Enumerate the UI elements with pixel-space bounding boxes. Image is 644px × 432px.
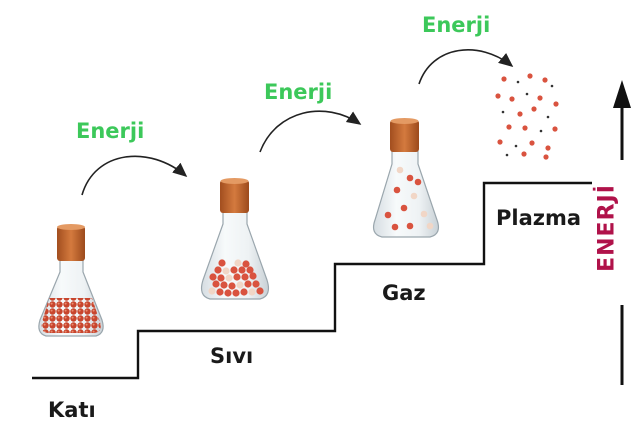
particle-dot [506, 124, 512, 130]
particle-dot [509, 96, 515, 102]
state-label-plasma: Plazma [496, 206, 582, 230]
particle-dot [529, 140, 535, 146]
particle-dot [209, 273, 217, 281]
particle-dot [406, 174, 414, 182]
particle-dot [233, 273, 241, 281]
particle-dot [537, 95, 543, 101]
particle-dot [222, 267, 230, 275]
particle-dot [517, 111, 523, 117]
particle-dot [400, 204, 408, 212]
energy-axis-label: ENERJİ [594, 184, 620, 272]
gas-particles [384, 166, 434, 231]
particle-dot [522, 125, 528, 131]
plasma-particles [495, 73, 559, 160]
state-label-gas: Gaz [382, 281, 426, 305]
state-label-liquid: Sıvı [210, 344, 254, 368]
particle-dot [501, 76, 507, 82]
particle-dot [244, 280, 252, 288]
particle-dot [217, 274, 225, 282]
particle-dot [224, 289, 232, 297]
particle-dot [406, 222, 414, 230]
particle-dot [216, 288, 224, 296]
particle-dot [414, 178, 422, 186]
particle-dot [256, 287, 264, 295]
particle-dot [531, 106, 537, 112]
particle-dot [495, 93, 501, 99]
particle-dot [208, 287, 216, 295]
particle-dot [241, 273, 249, 281]
particle-dot [410, 192, 418, 200]
particle-dot [396, 166, 404, 174]
particle-dot [225, 274, 233, 282]
particle-dot [521, 151, 527, 157]
particle-dot [546, 115, 550, 119]
particle-dot [552, 126, 558, 132]
particle-dot [539, 129, 543, 133]
particle-dot [391, 223, 399, 231]
particle-dot [553, 101, 559, 107]
particle-dot [228, 282, 236, 290]
particle-dot [550, 84, 554, 88]
erlenmeyer-flask-icon-gas [372, 118, 440, 238]
particle-dot [230, 266, 238, 274]
particle-dot [248, 288, 256, 296]
particle-dot [516, 80, 520, 84]
particle-dot [218, 259, 226, 267]
particle-dot [525, 92, 529, 96]
particle-dot [220, 281, 228, 289]
particle-dot [542, 77, 548, 83]
particle-dot [246, 266, 254, 274]
energy-axis-arrow [613, 80, 631, 385]
particle-dot [214, 266, 222, 274]
erlenmeyer-flask-icon-solid [38, 224, 104, 337]
particle-dot [420, 210, 428, 218]
particle-dot [249, 272, 257, 280]
energy-arrow-1 [81, 155, 188, 196]
particle-dot [514, 144, 518, 148]
particle-dot [238, 266, 246, 274]
particle-dot [242, 260, 250, 268]
state-label-solid: Katı [48, 398, 96, 422]
energy-arrow-3 [418, 49, 514, 85]
particle-dot [527, 73, 533, 79]
particle-dot [234, 259, 242, 267]
liquid-particles [208, 259, 264, 297]
energy-staircase [32, 181, 592, 380]
erlenmeyer-flask-icon-liquid [200, 178, 270, 300]
particle-dot [212, 280, 220, 288]
energy-label-3: Enerji [422, 13, 491, 37]
energy-arrow-2 [259, 110, 362, 153]
particle-dot [393, 186, 401, 194]
particle-dot [426, 222, 434, 230]
particle-dot [236, 281, 244, 289]
solid-particles [41, 298, 101, 333]
particle-dot [252, 280, 260, 288]
particle-dot [232, 289, 240, 297]
particle-dot [384, 211, 392, 219]
particle-dot [543, 154, 549, 160]
particle-dot [497, 139, 503, 145]
particle-dot [545, 145, 551, 151]
energy-label-2: Enerji [264, 80, 333, 104]
particle-dot [505, 153, 509, 157]
particle-dot [501, 110, 505, 114]
energy-label-1: Enerji [76, 119, 145, 143]
particle-dot [240, 288, 248, 296]
